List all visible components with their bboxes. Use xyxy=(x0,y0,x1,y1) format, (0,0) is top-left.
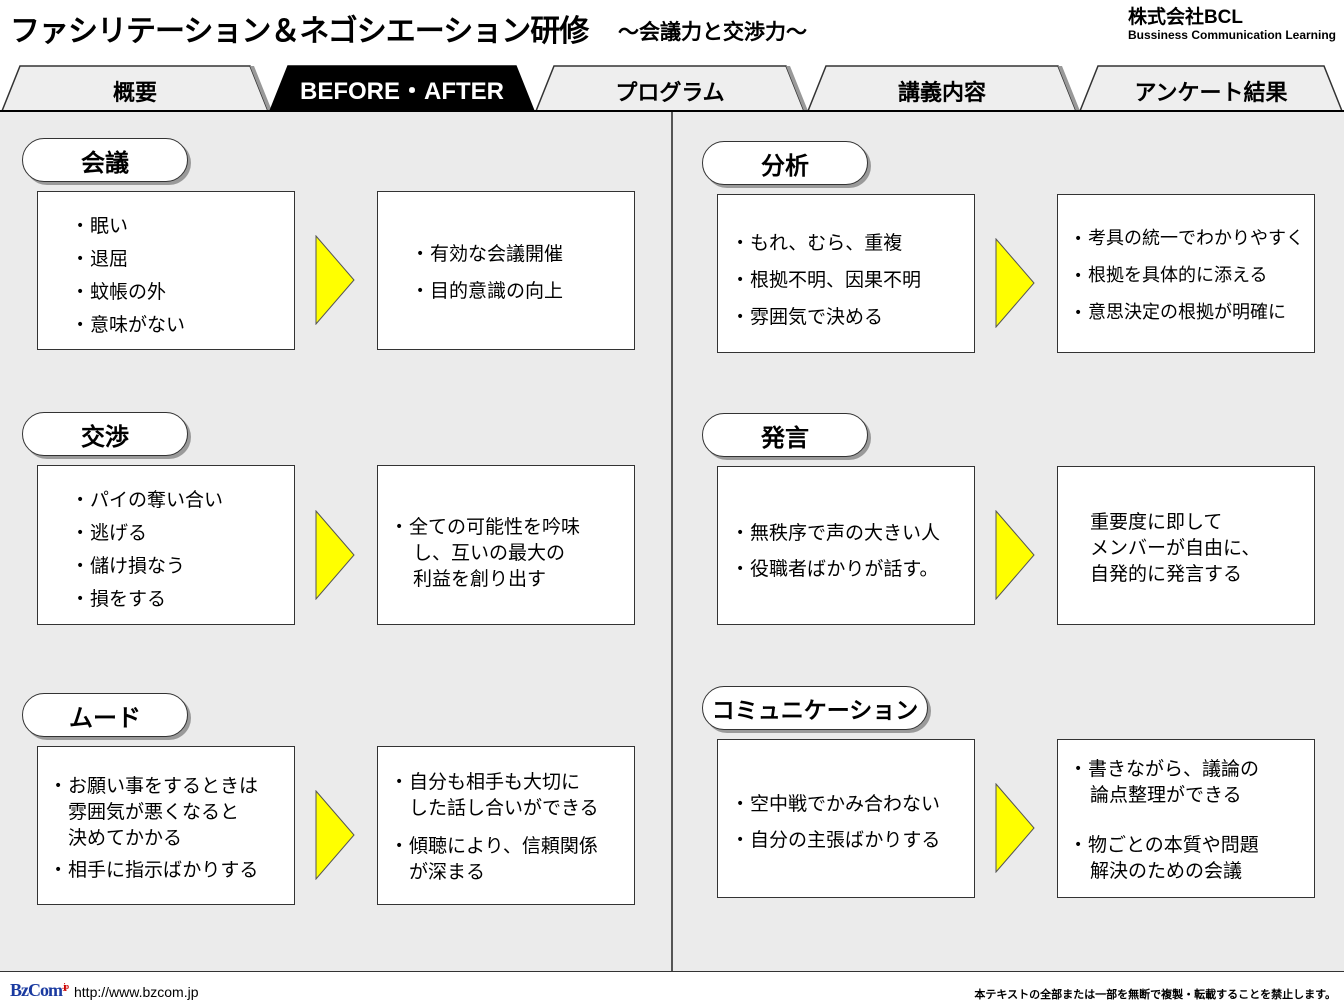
tab-lecture[interactable]: 講義内容 xyxy=(806,64,1080,112)
comm-before-box: 空中戦でかみ合わない 自分の主張ばかりする xyxy=(717,739,975,898)
tab-label: BEFORE・AFTER xyxy=(300,77,504,105)
arrow-right-icon xyxy=(315,510,355,600)
comm-after-box: 書きながら、議論の 論点整理ができる 物ごとの本質や問題 解決のための会議 xyxy=(1057,739,1315,898)
list-item: 空中戦でかみ合わない xyxy=(736,792,940,816)
list-item: 物ごとの本質や問題 xyxy=(1074,832,1259,858)
section-label-kaigi: 会議 xyxy=(22,138,188,182)
list-item: もれ、むら、重複 xyxy=(736,231,921,255)
text-line: 雰囲気が悪くなると xyxy=(68,801,240,823)
text-line: メンバーが自由に、 xyxy=(1090,537,1261,559)
list-item: 根拠不明、因果不明 xyxy=(736,268,921,292)
list-item: 意味がない xyxy=(76,313,185,337)
arrow-right-icon xyxy=(315,790,355,880)
section-label-mood: ムード xyxy=(22,693,188,737)
section-label-hatsugen: 発言 xyxy=(702,413,868,457)
column-divider xyxy=(671,112,673,972)
tab-before-after[interactable]: BEFORE・AFTER xyxy=(268,64,536,112)
tab-label: 講義内容 xyxy=(897,81,986,106)
list-item: 逃げる xyxy=(76,521,223,545)
list-item: 考具の統一でわかりやすく xyxy=(1074,227,1304,251)
text-line: した話し合いができる xyxy=(409,797,599,819)
list-item: 自分の主張ばかりする xyxy=(736,828,940,852)
list-item: 目的意識の向上 xyxy=(416,279,563,303)
page-subtitle: ～会議力と交渉力～ xyxy=(618,20,807,44)
list-item: 損をする xyxy=(76,587,223,611)
logo-suffix: .jp xyxy=(62,982,69,991)
arrow-right-icon xyxy=(995,238,1035,328)
list-item: 傾聴により、信頼関係 xyxy=(395,833,598,859)
section-label-bunseki: 分析 xyxy=(702,141,868,185)
list-item: 有効な会議開催 xyxy=(416,242,563,266)
list-item: パイの奪い合い xyxy=(76,488,223,512)
copyright-notice: 本テキストの全部または一部を無断で複製・転載することを禁止します。 xyxy=(974,988,1336,1001)
bzcom-logo: BzCom.jp xyxy=(10,980,69,1001)
bunseki-before-box: もれ、むら、重複 根拠不明、因果不明 雰囲気で決める xyxy=(717,194,975,353)
arrow-right-icon xyxy=(995,783,1035,873)
tab-survey[interactable]: アンケート結果 xyxy=(1078,64,1344,112)
footer-url-link[interactable]: http://www.bzcom.jp xyxy=(74,984,199,1000)
kaigi-before-box: 眠い 退屈 蚊帳の外 意味がない xyxy=(37,191,295,350)
arrow-right-icon xyxy=(995,510,1035,600)
section-label-kosho: 交渉 xyxy=(22,412,188,456)
tab-bar: 概要 BEFORE・AFTER プログラム 講義内容 アンケート結果 xyxy=(0,64,1344,112)
list-item: 退屈 xyxy=(76,247,185,271)
kosho-after-box: 全ての可能性を吟味 し、互いの最大の 利益を創り出す xyxy=(377,465,635,625)
hatsugen-before-box: 無秩序で声の大きい人 役職者ばかりが話す。 xyxy=(717,466,975,625)
logo-text: BzCom xyxy=(10,980,63,1000)
company-logo: 株式会社BCL Bussiness Communication Learning xyxy=(1127,7,1336,43)
text-line: 自発的に発言する xyxy=(1090,563,1243,585)
bunseki-after-box: 考具の統一でわかりやすく 根拠を具体的に添える 意思決定の根拠が明確に xyxy=(1057,194,1315,353)
list-item: お願い事をするときは xyxy=(54,773,258,799)
list-item: 意思決定の根拠が明確に xyxy=(1074,301,1304,325)
list-item: 眠い xyxy=(76,214,185,238)
text-line: 利益を創り出す xyxy=(413,568,547,590)
list-item: 書きながら、議論の xyxy=(1074,756,1259,782)
tab-label: 概要 xyxy=(112,81,157,106)
list-item: 雰囲気で決める xyxy=(736,305,921,329)
text-line: 重要度に即して xyxy=(1090,511,1223,533)
arrow-right-icon xyxy=(315,235,355,325)
kosho-before-box: パイの奪い合い 逃げる 儲け損なう 損をする xyxy=(37,465,295,625)
company-name: 株式会社BCL xyxy=(1127,7,1244,28)
section-label-communication: コミュニケーション xyxy=(702,686,928,730)
footer-divider xyxy=(0,971,1344,972)
list-item: 蚊帳の外 xyxy=(76,280,185,304)
text-line: 論点整理ができる xyxy=(1090,784,1242,806)
text-line: 決めてかかる xyxy=(68,827,183,849)
tab-program[interactable]: プログラム xyxy=(534,64,808,112)
text-line: が深まる xyxy=(409,861,486,883)
list-item: 自分も相手も大切に xyxy=(395,769,580,795)
list-item: 根拠を具体的に添える xyxy=(1074,264,1304,288)
hatsugen-after-box: 重要度に即して メンバーが自由に、 自発的に発言する xyxy=(1057,466,1315,625)
mood-before-box: お願い事をするときは 雰囲気が悪くなると 決めてかかる 相手に指示ばかりする xyxy=(37,746,295,905)
page-title: ファシリテーション＆ネゴシエーション研修 xyxy=(10,14,589,49)
list-item: 相手に指示ばかりする xyxy=(54,857,258,883)
tab-label: アンケート結果 xyxy=(1134,81,1288,106)
tab-underline xyxy=(0,110,1344,112)
list-item: 全ての可能性を吟味 xyxy=(395,514,580,540)
list-item: 役職者ばかりが話す。 xyxy=(736,557,940,581)
tab-overview[interactable]: 概要 xyxy=(0,64,272,112)
list-item: 儲け損なう xyxy=(76,554,223,578)
text-line: し、互いの最大の xyxy=(413,542,566,564)
company-tagline: Bussiness Communication Learning xyxy=(1127,28,1336,42)
list-item: 無秩序で声の大きい人 xyxy=(736,521,940,545)
text-line: 解決のための会議 xyxy=(1090,860,1243,882)
mood-after-box: 自分も相手も大切に した話し合いができる 傾聴により、信頼関係 が深まる xyxy=(377,746,635,905)
kaigi-after-box: 有効な会議開催 目的意識の向上 xyxy=(377,191,635,350)
tab-label: プログラム xyxy=(615,81,725,106)
